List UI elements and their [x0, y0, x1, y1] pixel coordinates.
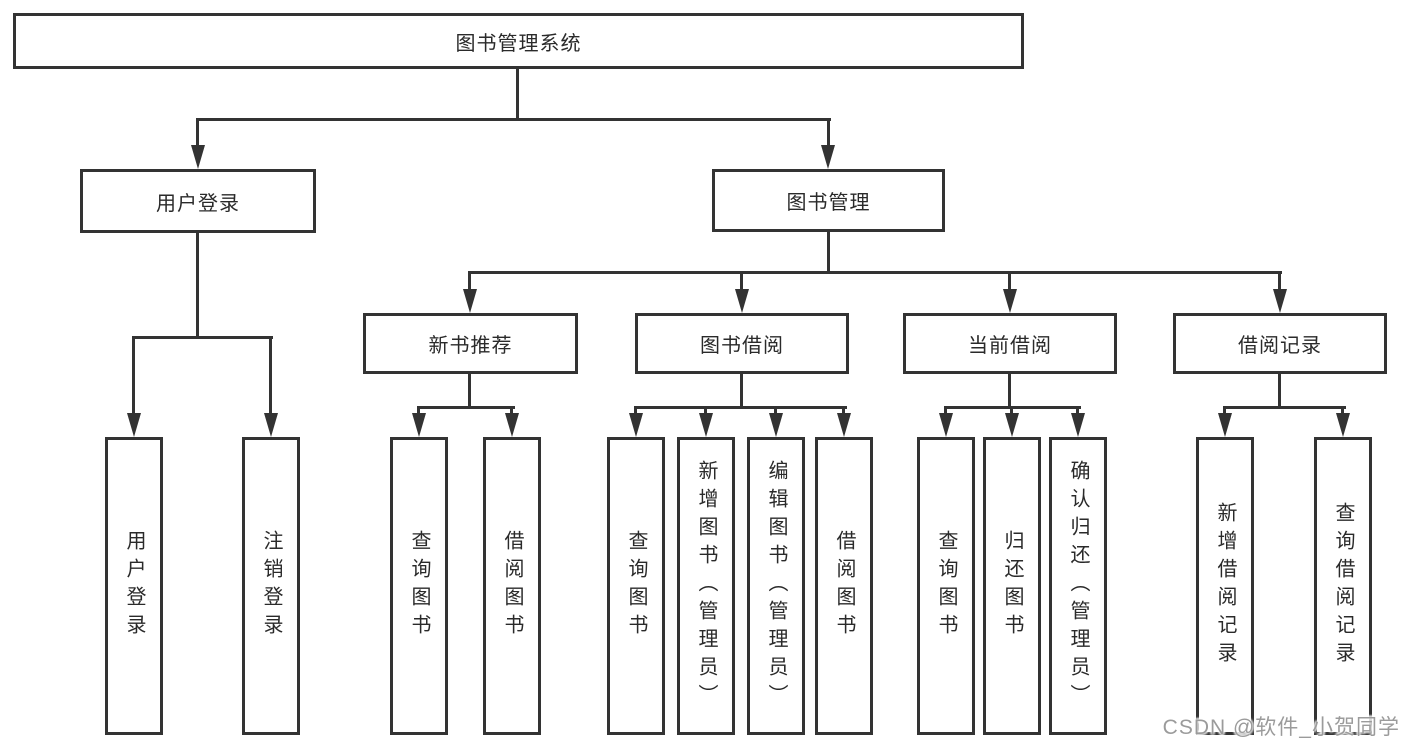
leaf-label: 查询图书 [625, 530, 647, 642]
node-label: 新书推荐 [428, 335, 513, 357]
leaf-edit-books-admin: 编辑图书（管理员） [747, 437, 805, 735]
edge-book-borrow-rail [634, 406, 847, 409]
edge-book-borrow-child1 [634, 406, 637, 415]
csdn-watermark: CSDN @软件_小贺同学 [1162, 716, 1400, 739]
leaf-label: 查询借阅记录 [1332, 502, 1354, 670]
node-new-book-recommend: 新书推荐 [363, 313, 578, 374]
node-label: 借阅记录 [1238, 335, 1322, 357]
edge-root-rail [196, 118, 831, 121]
leaf-user-login: 用户登录 [105, 437, 163, 735]
leaf-add-borrow-record: 新增借阅记录 [1196, 437, 1254, 735]
leaf-query-books-3: 查询图书 [917, 437, 975, 735]
arrow-book-borrow-child1 [629, 413, 643, 437]
edge-new-book-child2 [510, 406, 513, 415]
leaf-label: 查询图书 [408, 530, 430, 642]
leaf-query-borrow-record: 查询借阅记录 [1314, 437, 1372, 735]
edge-to-new-book [468, 271, 471, 291]
arrow-current-borrow-child2 [1005, 413, 1019, 437]
leaf-return-books: 归还图书 [983, 437, 1041, 735]
leaf-label: 注销登录 [260, 530, 282, 642]
leaf-borrow-books-1: 借阅图书 [483, 437, 541, 735]
edge-root-stem [516, 68, 519, 121]
edge-borrow-records-rail [1223, 406, 1346, 409]
edge-user-login-stem [196, 233, 199, 339]
edge-new-book-child1 [417, 406, 420, 415]
leaf-label: 归还图书 [1001, 530, 1023, 642]
arrow-new-book-child2 [505, 413, 519, 437]
edge-to-logout-leaf [269, 336, 272, 415]
edge-to-borrow-records [1278, 271, 1281, 291]
arrow-borrow-records-child2 [1336, 413, 1350, 437]
leaf-confirm-return-admin: 确认归还（管理员） [1049, 437, 1107, 735]
node-book-borrow: 图书借阅 [635, 313, 849, 374]
edge-borrow-records-child1 [1223, 406, 1226, 415]
node-label: 图书借阅 [700, 335, 784, 357]
arrow-new-book-child1 [412, 413, 426, 437]
leaf-logout: 注销登录 [242, 437, 300, 735]
arrow-borrow-records-child1 [1218, 413, 1232, 437]
arrow-book-borrow-child2 [699, 413, 713, 437]
leaf-label: 编辑图书（管理员） [765, 460, 787, 712]
arrow-to-book-management [821, 145, 835, 169]
node-label: 图书管理 [786, 192, 871, 214]
edge-book-borrow-child3 [774, 406, 777, 415]
leaf-borrow-books-2: 借阅图书 [815, 437, 873, 735]
edge-current-borrow-stem [1008, 373, 1011, 409]
edge-current-borrow-child3 [1076, 406, 1079, 415]
leaf-label: 借阅图书 [501, 530, 523, 642]
edge-to-book-borrow [740, 271, 743, 291]
arrow-book-borrow-child3 [769, 413, 783, 437]
arrow-current-borrow-child3 [1071, 413, 1085, 437]
edge-borrow-records-child2 [1341, 406, 1344, 415]
edge-to-login-leaf [132, 336, 135, 415]
leaf-label: 新增借阅记录 [1214, 502, 1236, 670]
leaf-add-books-admin: 新增图书（管理员） [677, 437, 735, 735]
arrow-to-login-leaf [127, 413, 141, 437]
edge-to-current-borrow [1008, 271, 1011, 291]
edge-new-book-stem [468, 373, 471, 409]
edge-current-borrow-child1 [944, 406, 947, 415]
leaf-query-books-1: 查询图书 [390, 437, 448, 735]
leaf-label: 借阅图书 [833, 530, 855, 642]
arrow-current-borrow-child1 [939, 413, 953, 437]
edge-book-borrow-stem [740, 373, 743, 409]
node-book-management: 图书管理 [712, 169, 945, 232]
edge-book-borrow-child4 [842, 406, 845, 415]
leaf-label: 用户登录 [123, 530, 145, 642]
node-label: 图书管理系统 [455, 32, 582, 55]
leaf-label: 新增图书（管理员） [695, 460, 717, 712]
edge-user-login-rail [132, 336, 273, 339]
node-library-management-system: 图书管理系统 [13, 13, 1024, 69]
edge-borrow-records-stem [1278, 373, 1281, 409]
node-current-borrow: 当前借阅 [903, 313, 1117, 374]
node-user-login: 用户登录 [80, 169, 316, 233]
node-label: 用户登录 [156, 192, 240, 215]
edge-book-management-rail [468, 271, 1282, 274]
edge-book-borrow-child2 [704, 406, 707, 415]
edge-current-borrow-child2 [1010, 406, 1013, 415]
arrow-to-new-book [463, 289, 477, 313]
arrow-to-logout-leaf [264, 413, 278, 437]
arrow-to-user-login [191, 145, 205, 169]
leaf-label: 确认归还（管理员） [1067, 460, 1089, 712]
arrow-to-book-borrow [735, 289, 749, 313]
edge-new-book-rail [417, 406, 515, 409]
arrow-to-current-borrow [1003, 289, 1017, 313]
leaf-label: 查询图书 [935, 530, 957, 642]
edge-root-to-book-management [827, 118, 830, 148]
node-label: 当前借阅 [968, 335, 1052, 357]
edge-root-to-user-login [196, 118, 199, 148]
leaf-query-books-2: 查询图书 [607, 437, 665, 735]
arrow-book-borrow-child4 [837, 413, 851, 437]
node-borrow-records: 借阅记录 [1173, 313, 1387, 374]
edge-book-management-stem [827, 232, 830, 274]
arrow-to-borrow-records [1273, 289, 1287, 313]
